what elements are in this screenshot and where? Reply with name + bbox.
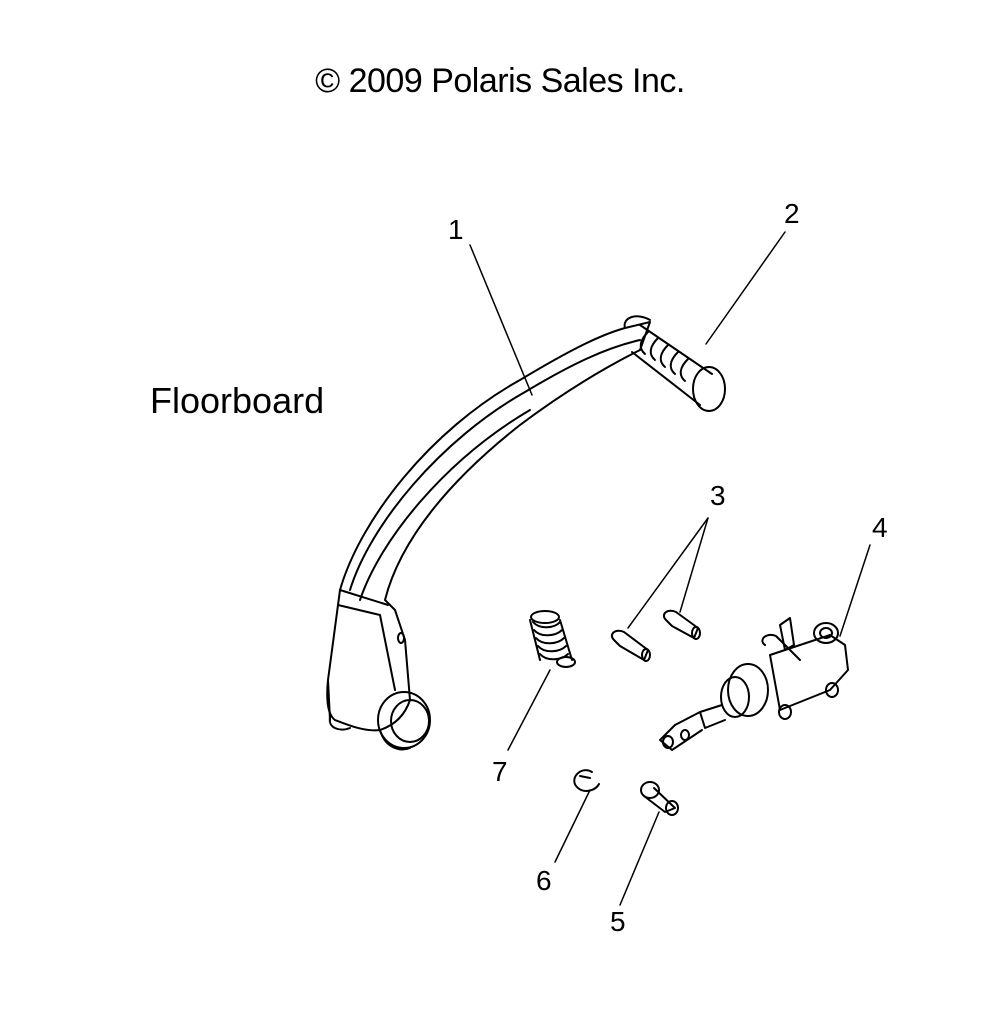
callout-3: 3 — [710, 480, 726, 511]
master-cylinder — [659, 617, 849, 751]
callout-5: 5 — [610, 906, 626, 937]
e-clip — [573, 769, 600, 792]
region-label: Floorboard — [150, 380, 325, 421]
leader-lines — [469, 231, 871, 906]
callout-1: 1 — [448, 214, 464, 245]
clevis-pins — [610, 609, 701, 662]
brake-pedal-arm — [326, 321, 651, 751]
copyright-notice: © 2009 Polaris Sales Inc. — [315, 62, 685, 100]
callout-4: 4 — [872, 512, 888, 543]
pivot-pin — [640, 781, 679, 816]
pedal-grip — [623, 315, 726, 412]
callout-7: 7 — [492, 756, 508, 787]
return-spring — [529, 610, 576, 668]
callout-6: 6 — [536, 865, 552, 896]
callout-2: 2 — [784, 198, 800, 229]
